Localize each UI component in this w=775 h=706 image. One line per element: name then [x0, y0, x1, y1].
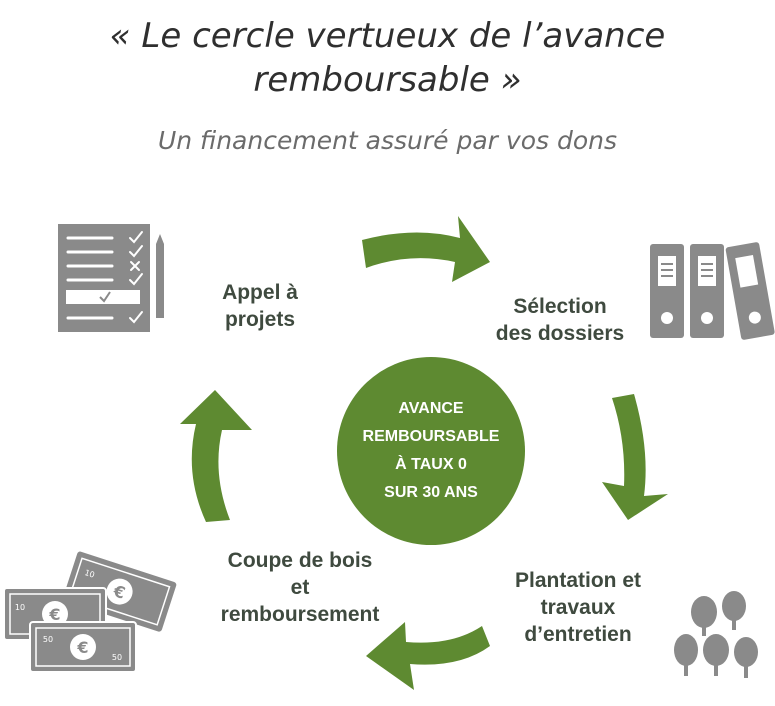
title-line-2: remboursable »: [253, 60, 522, 100]
step-plantation-line-1: Plantation et: [514, 569, 641, 592]
banknote-currency-mid: €: [48, 605, 60, 624]
center-line-3: À TAUX 0: [395, 456, 467, 473]
diagram-title: « Le cercle vertueux de l’avance rembour…: [0, 14, 775, 102]
step-appel-projets: Appel à projets: [200, 279, 320, 333]
banknotes-icon: € 10 € 10 10 € 50 50: [3, 551, 177, 673]
step-coupe-line-1: Coupe de bois: [227, 549, 373, 572]
arrow-bottom-left: [366, 622, 490, 690]
banknote-currency-front: €: [76, 638, 88, 657]
step-plantation-line-3: d’entretien: [524, 623, 632, 646]
cycle-arrows: [180, 216, 668, 690]
banknote-denom-front-right: 50: [112, 653, 122, 662]
step-appel-line-2: projets: [224, 308, 295, 331]
arrow-top-right: [362, 216, 490, 282]
center-line-1: AVANCE: [398, 400, 464, 417]
binders-icon: [650, 242, 775, 340]
step-plantation-travaux: Plantation et travaux d’entretien: [490, 567, 666, 648]
step-selection-line-2: des dossiers: [495, 322, 625, 345]
banknote-denom-back: 10: [83, 568, 95, 580]
banknote-denom-front-left: 50: [43, 635, 53, 644]
checklist-icon: [58, 224, 164, 332]
step-coupe-remboursement: Coupe de bois et remboursement: [195, 547, 405, 628]
trees-icon: [674, 591, 758, 678]
step-coupe-line-2: et: [290, 576, 310, 599]
diagram-subtitle: Un financement assuré par vos dons: [157, 126, 618, 155]
step-selection-dossiers: Sélection des dossiers: [470, 293, 650, 347]
step-plantation-line-2: travaux: [540, 596, 616, 619]
step-appel-line-1: Appel à: [222, 281, 298, 304]
step-coupe-line-3: remboursement: [220, 603, 380, 626]
banknote-currency-back: €: [110, 581, 127, 603]
step-selection-line-1: Sélection: [513, 295, 607, 318]
center-line-4: SUR 30 ANS: [384, 484, 478, 501]
arrow-left-up: [180, 390, 252, 522]
center-line-2: REMBOURSABLE: [362, 428, 500, 445]
title-line-1: « Le cercle vertueux de l’avance: [109, 16, 666, 56]
center-circle: AVANCE REMBOURSABLE À TAUX 0 SUR 30 ANS: [337, 357, 525, 545]
arrow-right-down: [602, 394, 668, 520]
banknote-denom-mid-left: 10: [15, 603, 25, 612]
